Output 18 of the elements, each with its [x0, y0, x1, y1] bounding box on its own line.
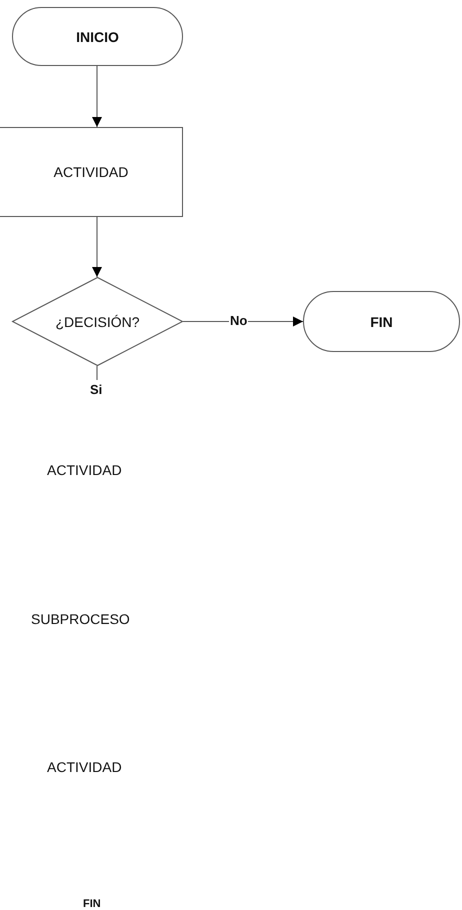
- edge-label: Si: [89, 382, 104, 397]
- arrow: [182, 316, 304, 326]
- edge-label: No: [229, 313, 248, 328]
- text-label: ACTIVIDAD: [47, 462, 122, 478]
- decision-diamond: [11, 276, 184, 366]
- node-label: ACTIVIDAD: [54, 164, 128, 180]
- terminal-shape: [12, 7, 183, 66]
- text-label: FIN: [83, 898, 101, 910]
- connector-line: [96, 366, 98, 380]
- text-label: SUBPROCESO: [31, 611, 130, 627]
- arrow: [92, 216, 102, 278]
- arrow: [92, 66, 102, 128]
- text-label: ACTIVIDAD: [47, 759, 122, 775]
- node-label: FIN: [370, 314, 393, 330]
- node-label: ¿DECISIÓN?: [55, 314, 140, 330]
- node-label: INICIO: [76, 28, 119, 44]
- process-box: [0, 127, 183, 217]
- terminal-shape: [303, 291, 460, 352]
